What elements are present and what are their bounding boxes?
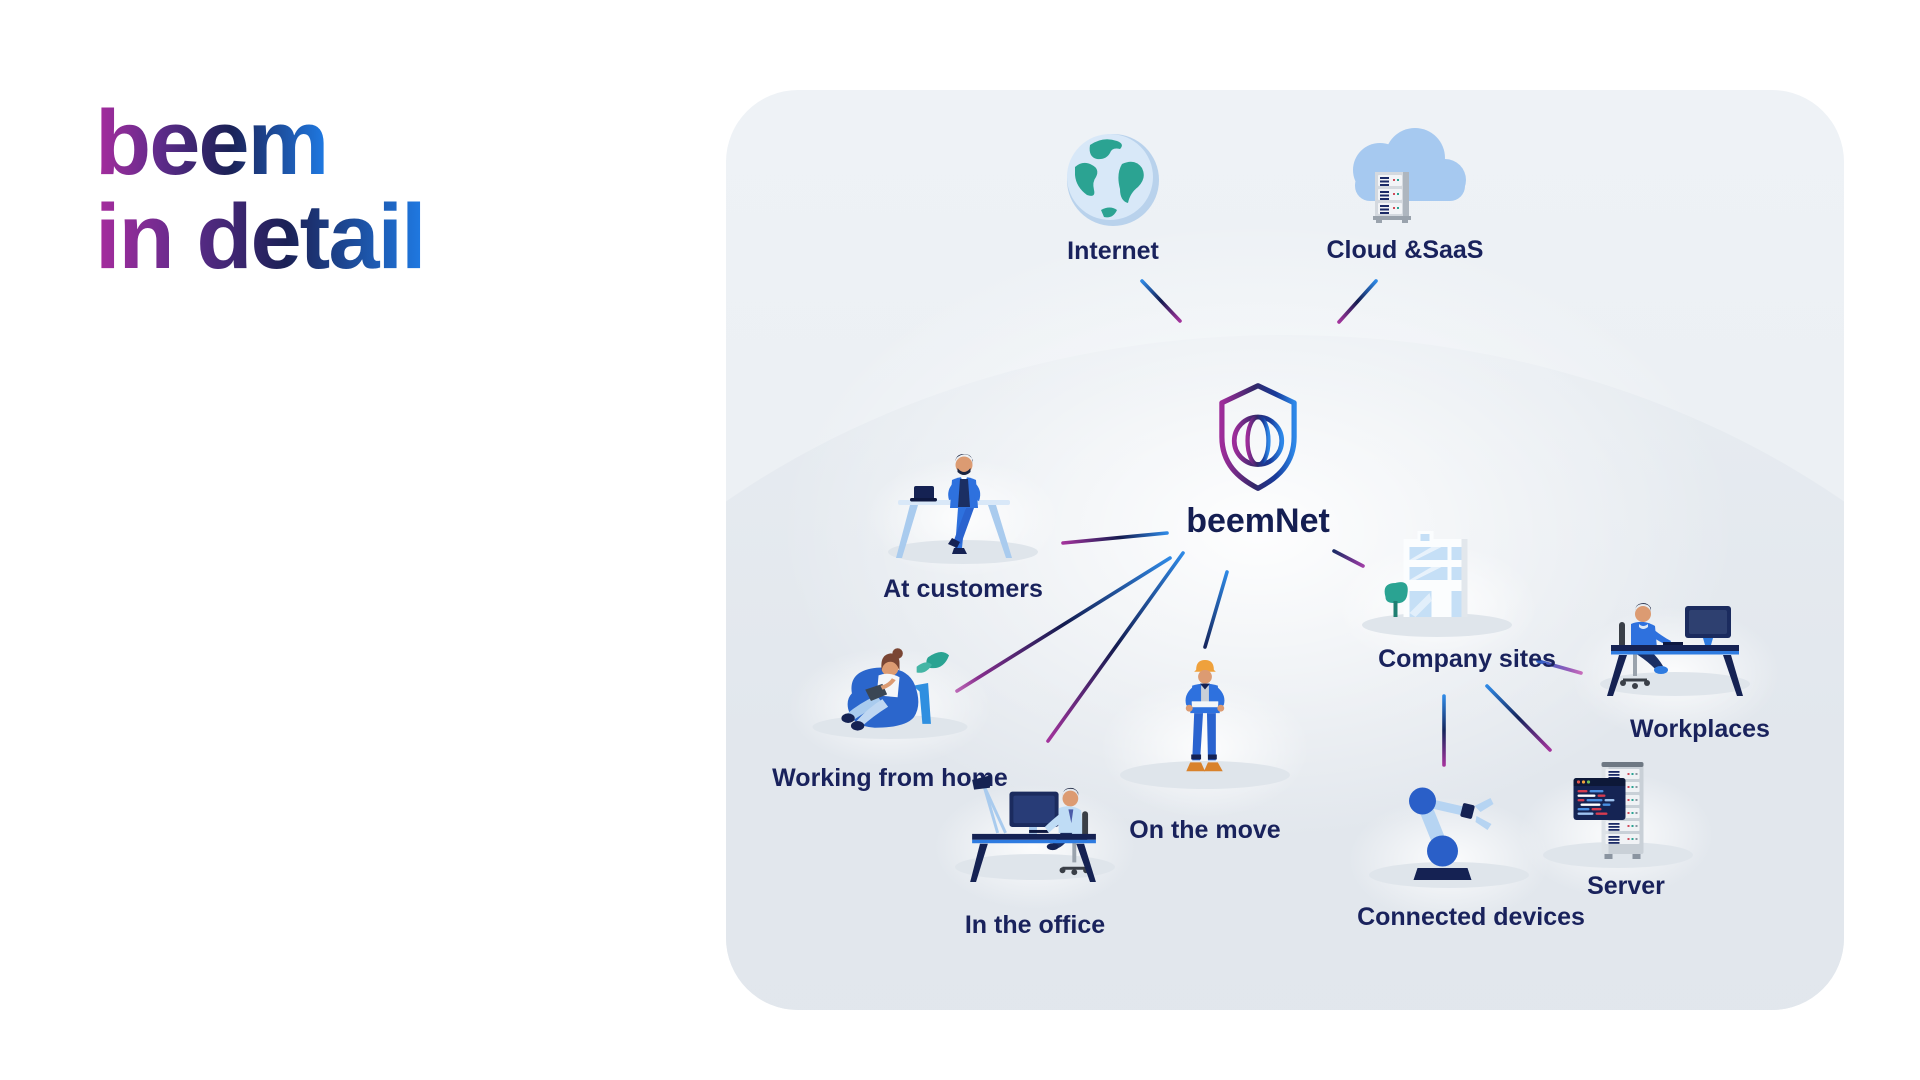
node-label-cloud-saas: Cloud &SaaS (1326, 236, 1484, 264)
node-label-workplaces: Workplaces (1630, 715, 1770, 743)
title-line-1: beem (95, 92, 329, 194)
node-label-internet: Internet (1067, 237, 1159, 265)
workplaces-illustration (1605, 598, 1745, 703)
node-shadow (1120, 761, 1290, 789)
link-cloud-beemnet (1337, 279, 1378, 324)
diagram-panel: Internet (726, 90, 1844, 1010)
link-internet-beemnet (1140, 279, 1182, 323)
link-beemnet-on-the-move (1203, 570, 1229, 649)
page-title: beem in detail (95, 92, 427, 288)
at-customers-illustration (888, 448, 1038, 568)
internet-globe-icon (1065, 132, 1161, 233)
company-sites-building-icon (1380, 531, 1495, 631)
working-from-home-illustration (810, 642, 970, 747)
node-label-at-customers: At customers (883, 575, 1043, 603)
node-label-in-the-office: In the office (964, 911, 1106, 939)
node-label-on-the-move: On the move (1129, 816, 1281, 844)
server-tower-icon (1569, 760, 1664, 875)
title-line-2: in detail (95, 186, 427, 288)
beemnet-shield-globe-icon (1211, 380, 1306, 499)
cloud-saas-icon (1330, 128, 1480, 238)
node-label-server: Server (1587, 872, 1665, 900)
on-the-move-illustration (1170, 658, 1240, 791)
